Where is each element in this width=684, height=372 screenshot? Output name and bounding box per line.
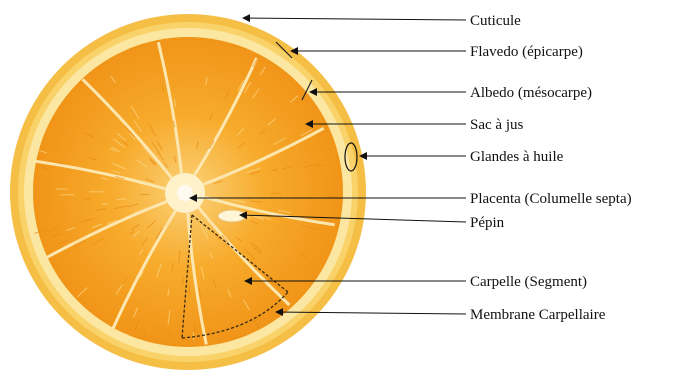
juice-sac [194, 324, 195, 335]
label-pepin: Pépin [470, 215, 505, 231]
label-glandes-a-huile: Glandes à huile [470, 149, 564, 165]
label-carpelle: Carpelle (Segment) [470, 274, 587, 290]
label-membrane-carpellaire: Membrane Carpellaire [470, 307, 606, 323]
seed [218, 210, 246, 222]
placenta-center [177, 185, 193, 201]
label-placenta: Placenta (Columelle septa) [470, 191, 632, 207]
juice-sac [193, 332, 194, 340]
label-sac-a-jus: Sac à jus [470, 117, 523, 133]
leader-cuticule [243, 18, 466, 20]
labels: Cuticule Flavedo (épicarpe) Albedo (méso… [470, 13, 632, 323]
orange-slice [10, 14, 366, 370]
juice-sac [170, 332, 171, 338]
juice-sac [189, 283, 190, 295]
label-albedo: Albedo (mésocarpe) [470, 85, 592, 101]
label-cuticule: Cuticule [470, 13, 521, 29]
label-flavedo: Flavedo (épicarpe) [470, 44, 583, 60]
